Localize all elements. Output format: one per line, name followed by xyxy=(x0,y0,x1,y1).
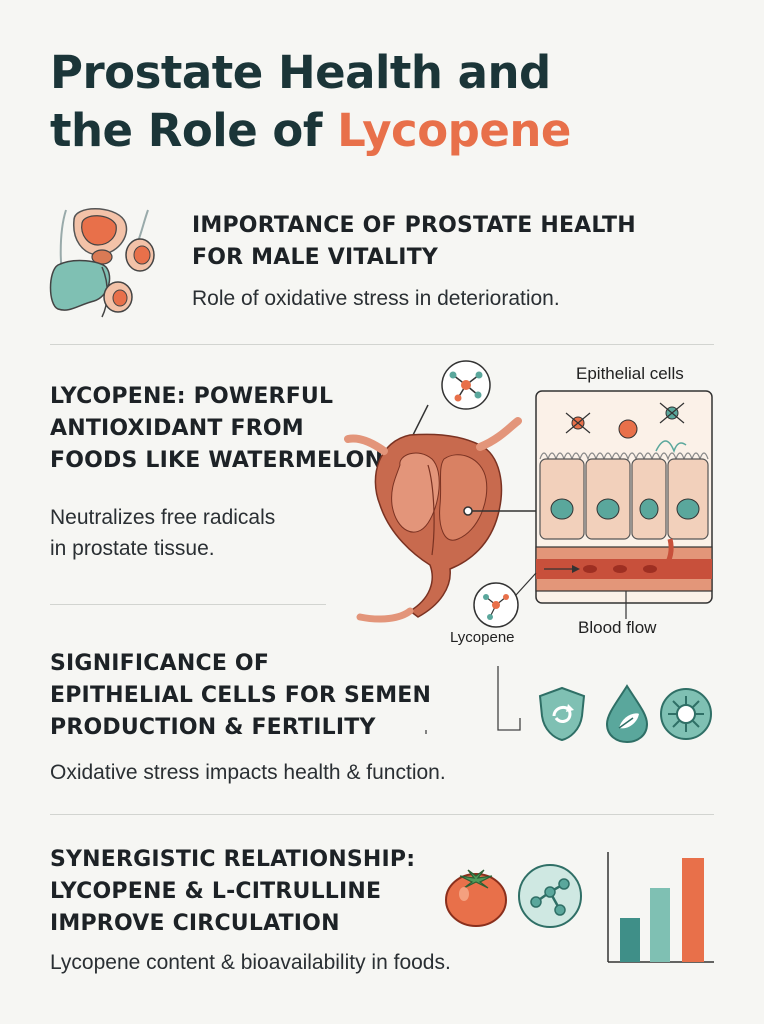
male-anatomy-icon xyxy=(49,208,155,318)
shield-icon xyxy=(538,686,586,742)
divider-3 xyxy=(50,814,714,815)
cell-icon xyxy=(660,688,712,740)
epithelial-cells-label: Epithelial cells xyxy=(576,364,684,383)
section-1-description: Role of oxidative stress in deterioratio… xyxy=(192,287,560,310)
lycopene-label: Lycopene xyxy=(450,629,515,646)
blood-flow-label: Blood flow xyxy=(578,618,657,637)
leaf-drop-icon xyxy=(605,684,649,744)
epithelial-cell-diagram xyxy=(535,390,713,619)
section-4-description: Lycopene content & bioavailability in fo… xyxy=(50,951,451,974)
section-1-heading: IMPORTANCE OF PROSTATE HEALTH FOR MALE V… xyxy=(192,213,636,270)
title-line-2-accent: Lycopene xyxy=(337,104,571,157)
divider-1 xyxy=(50,344,714,345)
section-4-heading: SYNERGISTIC RELATIONSHIP: LYCOPENE & L-C… xyxy=(50,847,416,936)
prostate-diagram xyxy=(344,360,713,628)
section-3-description: Oxidative stress impacts health & functi… xyxy=(50,761,446,784)
connector-bracket xyxy=(425,666,521,734)
section-2-description: Neutralizes free radicals in prostate ti… xyxy=(50,506,276,560)
prostate-gland-illustration xyxy=(344,417,522,623)
title-line-2-prefix: the Role of xyxy=(50,104,338,157)
tomato-icon xyxy=(445,869,507,927)
section-2-heading: LYCOPENE: POWERFUL ANTIOXIDANT FROM FOOD… xyxy=(50,384,384,473)
section-3-heading: SIGNIFICANCE OF EPITHELIAL CELLS FOR SEM… xyxy=(50,651,432,740)
title-line-1: Prostate Health and xyxy=(50,46,551,99)
molecule-icon xyxy=(518,864,582,928)
divider-2 xyxy=(50,604,326,605)
bar-chart-icon xyxy=(607,852,714,963)
page-title: Prostate Health and the Role of Lycopene xyxy=(50,44,571,160)
